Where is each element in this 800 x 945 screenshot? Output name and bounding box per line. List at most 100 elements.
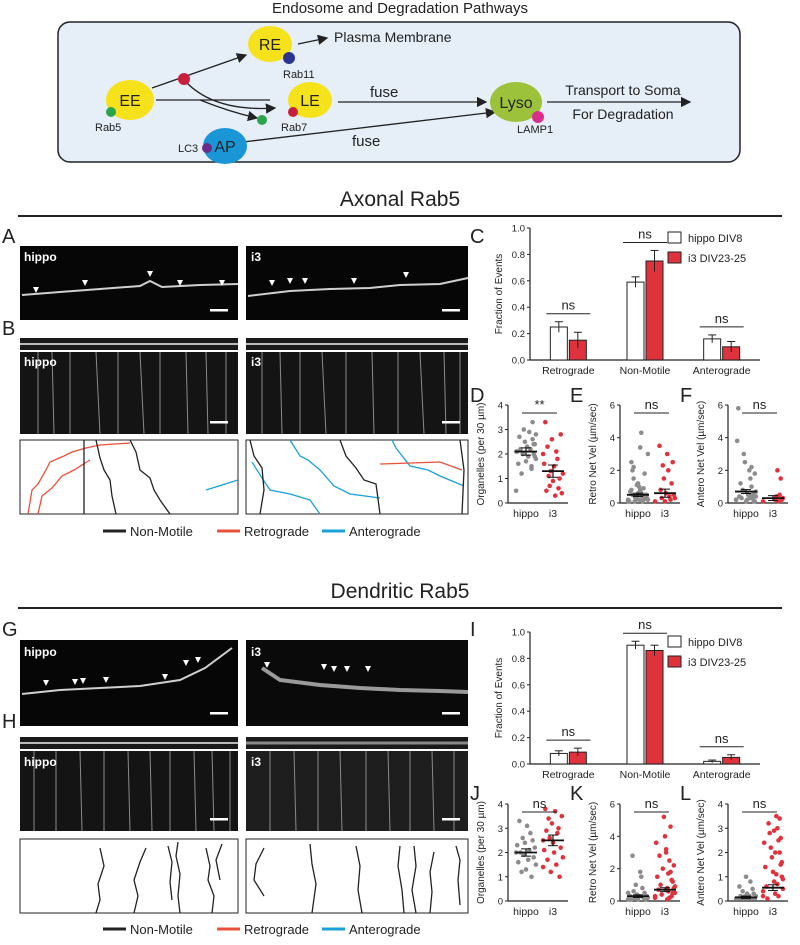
chart-j-ylabel: Organelles (per 30 µm) [476,801,487,904]
letter-g: G [2,619,18,641]
arrow-ap-lyso [242,107,497,143]
re-node [248,26,292,62]
lyso-node [490,82,542,122]
chart-l-point [777,850,782,855]
chart-d-point [544,488,549,494]
chart-i-xtick-label: Anterograde [693,769,751,781]
chart-d-point [527,429,532,435]
chart-j-point [522,840,528,846]
rab5-dot [106,107,116,117]
chart-d-point [555,456,560,462]
ee-label: EE [119,93,140,110]
chart-k-point [658,882,663,888]
chart-e-point [669,481,674,486]
chart-j-point [524,823,530,829]
fuse-label-1: fuse [370,84,398,101]
chart-d-xtick-label: i3 [549,508,557,520]
arrow-curve-le [185,81,277,114]
chart-f-point [747,468,752,473]
chart-c-ytick-label: 0.4 [512,303,525,314]
chart-e-point [637,445,643,450]
chart-j-point [532,845,538,850]
axon-legend-anterograde: Anterograde [349,524,421,539]
chart-c-ytick-label: 0.8 [512,250,525,261]
chart-k-ytick-label: 4 [610,832,615,843]
dend-hippo-trace-box [19,838,239,914]
chart-j-point [548,869,554,875]
chart-i-bar [645,649,664,765]
chart-d-point [560,471,566,476]
chart-l-point [775,881,780,887]
chart-j-point [552,808,558,814]
chart-d-point [543,419,548,425]
pathway-title: Endosome and Degradation Pathways [272,0,528,17]
dend-hippo-image [20,640,238,726]
chart-f-point [760,499,766,504]
chart-l-point [777,816,782,821]
chart-i-sig-label: ns [638,617,652,632]
chart-j-point [540,864,546,870]
arrow-re-pm [297,34,329,45]
chart-k-point [652,893,658,899]
chart-k-ytick-label: 2 [610,864,615,875]
axon-traces [27,439,465,515]
chart-j-point [556,825,561,831]
chart-l-ytick-label: 0 [718,897,723,908]
chart-d-sig-label: ** [534,397,544,412]
axon-kymo-streaks [37,351,461,435]
chart-c-sig-label: ns [561,298,575,313]
dend-hippo-neurite [21,647,233,695]
chart-l-point [774,872,779,877]
chart-j-point [529,874,534,880]
chart-l-point [778,835,783,841]
chart-f-point [750,492,755,498]
dend-i3-image [246,640,468,726]
chart-j-sig-label: ns [533,796,547,811]
chart-d-point [516,461,521,467]
chart-k-point [637,869,643,875]
chart-d-point [533,432,539,437]
chart-e-point [662,499,668,504]
chart-d-point [558,432,563,437]
transport-line1: Transport to Soma [565,82,681,98]
rab11-dot [283,52,295,64]
chart-d-point [559,490,565,496]
axon-hippo-kymo [20,352,238,434]
chart-e-point [631,476,636,481]
axon-hippo-label: hippo [24,250,57,264]
chart-j-point [519,869,524,875]
chart-k-point [668,824,673,829]
letter-f: F [680,385,692,407]
axon-legend-retrograde: Retrograde [244,524,309,539]
dend-kymo-hippo-scalebar [210,818,228,821]
dend-kymo-i3-scalebar [442,818,460,821]
dend-legend-anterograde: Anterograde [349,922,421,937]
chart-l-point [767,830,772,836]
chart-k-point [631,889,636,894]
chart-j-point [546,816,551,821]
chart-d-point [529,466,534,472]
chart-e-xtick-label: hippo [625,508,651,520]
chart-d-ytick-label: 0 [498,499,503,510]
chart-l-point [761,840,767,846]
chart-l-point [772,850,778,855]
chart-e-point [645,451,651,457]
chart-j-point [547,835,552,841]
letter-e: E [570,385,583,407]
chart-j-point [544,828,549,833]
chart-j-point [514,842,520,848]
chart-k-point [667,858,672,863]
chart-e-ylabel: Retro Net Vel (µm/sec) [588,403,599,504]
chart-d-point [519,471,524,476]
chart-d-point [554,449,559,454]
chart-e-point [634,482,640,488]
chart-l-point [779,859,785,865]
lc3-label: LC3 [178,143,198,155]
chart-f-point [749,484,754,489]
chart-l-point [775,825,780,831]
chart-k-point [663,850,669,855]
transport-line2: For Degradation [572,106,673,122]
chart-k-point [639,874,644,880]
chart-l-point [751,891,756,897]
chart-f-point [748,476,753,481]
